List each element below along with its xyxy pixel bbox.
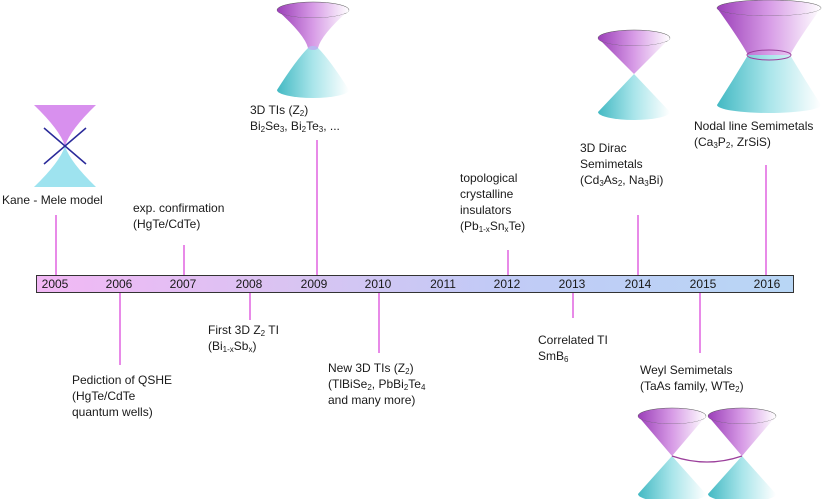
year-2008: 2008 [235, 277, 263, 291]
year-2013: 2013 [558, 277, 586, 291]
tick-2005 [55, 215, 57, 275]
year-2016: 2016 [753, 277, 781, 291]
kane-mele-cone-icon [34, 105, 96, 187]
year-2012: 2012 [493, 277, 521, 291]
3d-dirac-cone-icon [597, 29, 671, 120]
year-2007: 2007 [169, 277, 197, 291]
tick-2007 [183, 245, 185, 275]
note-tci: topological crystalline insulators (Pb1-… [460, 171, 526, 234]
year-2005: 2005 [41, 277, 69, 291]
tick-2014 [637, 215, 639, 275]
tick-2010 [378, 293, 380, 353]
tick-2008 [249, 293, 251, 320]
tick-2009 [316, 140, 318, 275]
weyl-cone-icon [637, 407, 777, 499]
year-2015: 2015 [689, 277, 717, 291]
note-3d-dirac: 3D Dirac Semimetals (Cd3As2, Na3Bi) [580, 141, 664, 188]
timeline-bar [36, 275, 794, 293]
nodal-line-cone-icon [716, 0, 822, 113]
tick-2006 [119, 293, 121, 365]
year-2014: 2014 [624, 277, 652, 291]
3d-ti-cone-icon [276, 1, 350, 98]
tick-2013 [572, 293, 574, 318]
note-3d-tis: 3D TIs (Z2) Bi2Se3, Bi2Te3, ... [250, 103, 340, 134]
note-new-3d-tis: New 3D TIs (Z2) (TlBiSe2, PbBi2Te4 and m… [328, 361, 426, 407]
note-nodal-line: Nodal line Semimetals (Ca3P2, ZrSiS) [694, 119, 814, 150]
tick-2012 [507, 250, 509, 275]
year-2011: 2011 [430, 277, 456, 291]
year-2010: 2010 [364, 277, 392, 291]
note-correlated-ti: Correlated TI SmB6 [538, 333, 608, 364]
note-weyl: Weyl Semimetals (TaAs family, WTe2) [640, 363, 744, 394]
note-exp-confirmation: exp. confirmation (HgTe/CdTe) [133, 201, 225, 231]
note-first-3d-ti: First 3D Z2 TI (Bi1-xSbx) [208, 323, 279, 354]
note-qshe: Pediction of QSHE (HgTe/CdTe quantum wel… [72, 373, 173, 419]
year-2006: 2006 [105, 277, 133, 291]
year-2009: 2009 [300, 277, 328, 291]
note-kane-mele: Kane - Mele model [2, 193, 103, 207]
tick-2016 [765, 165, 767, 275]
tick-2015 [699, 293, 701, 353]
